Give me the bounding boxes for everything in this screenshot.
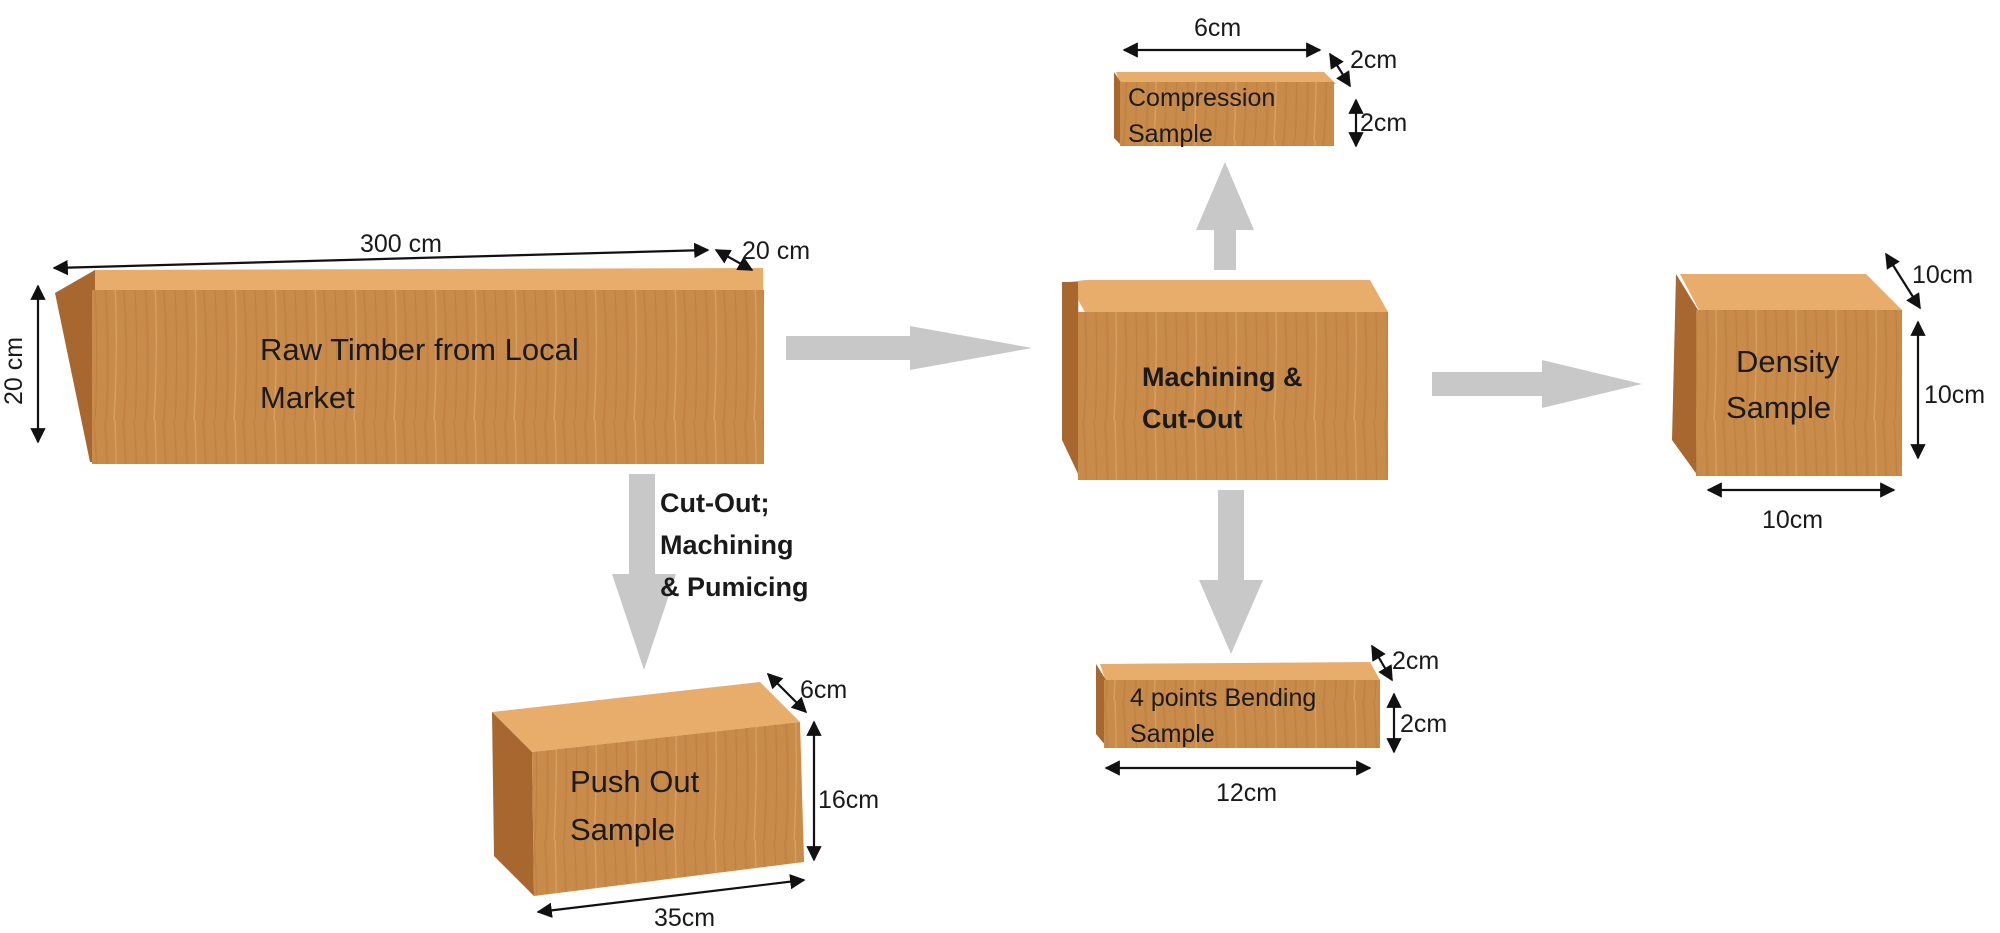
raw-timber-length-label: 300 cm (360, 230, 442, 258)
machining-side-face (1062, 282, 1080, 478)
raw-timber-depth-label: 20 cm (742, 237, 810, 265)
push-out-sample-block: Push Out Sample (492, 682, 804, 896)
compression-length-label: 6cm (1194, 14, 1241, 42)
raw-timber-side-face (55, 270, 95, 462)
bending-top-face (1100, 662, 1380, 682)
machining-block: Machining & Cut-Out (1062, 280, 1388, 480)
density-sample-block: Density Sample (1672, 274, 1902, 476)
density-height-label: 10cm (1924, 381, 1985, 409)
density-label-line1: Density (1736, 344, 1840, 379)
compression-depth-dimension (1329, 52, 1351, 88)
raw-timber-block: Raw Timber from Local Market (55, 268, 764, 464)
compression-label-line2: Sample (1128, 120, 1213, 148)
raw-timber-depth-dimension (714, 249, 754, 271)
density-depth-dimension (1885, 252, 1921, 310)
bending-sample-block: 4 points Bending Sample (1096, 662, 1380, 748)
density-length-label: 10cm (1762, 506, 1823, 534)
raw-timber-top-face (55, 268, 763, 293)
push-out-label-line1: Push Out (570, 764, 700, 799)
machining-label-line2: Cut-Out (1142, 404, 1242, 434)
push-out-depth-dimension (766, 672, 808, 714)
arrow-machining-to-bending (1199, 490, 1263, 654)
compression-height-label: 2cm (1360, 109, 1407, 137)
density-depth-label: 10cm (1912, 261, 1973, 289)
raw-timber-height-label: 20 cm (0, 337, 28, 405)
bending-height-label: 2cm (1400, 710, 1447, 738)
bending-depth-dimension (1371, 644, 1393, 682)
raw-timber-length-dimension (52, 242, 710, 276)
process-step-line1: Cut-Out; (660, 488, 769, 518)
bending-depth-label: 2cm (1392, 647, 1439, 675)
push-out-length-dimension (536, 874, 806, 918)
arrow-raw-to-pushout (612, 474, 676, 670)
machining-top-face (1068, 280, 1388, 314)
raw-timber-label-line2: Market (260, 380, 355, 415)
arrow-raw-to-machining (786, 326, 1032, 370)
bending-label-line2: Sample (1130, 720, 1215, 748)
compression-depth-label: 2cm (1350, 46, 1397, 74)
push-out-height-label: 16cm (818, 786, 879, 814)
bending-label-line1: 4 points Bending (1130, 684, 1316, 712)
compression-sample-block: Compression Sample (1114, 72, 1336, 148)
push-out-label-line2: Sample (570, 812, 675, 847)
arrow-machining-to-compression (1196, 162, 1254, 270)
bending-side-face (1096, 664, 1106, 746)
raw-timber-label-line1: Raw Timber from Local (260, 332, 579, 367)
density-top-face (1680, 274, 1902, 312)
process-step-line3: & Pumicing (660, 572, 809, 602)
arrow-machining-to-density (1432, 360, 1642, 408)
push-out-depth-label: 6cm (800, 676, 847, 704)
process-step-line2: Machining (660, 530, 794, 560)
compression-top-face (1116, 72, 1336, 84)
compression-label-line1: Compression (1128, 84, 1275, 112)
push-out-side-face (492, 712, 534, 896)
push-out-top-face (492, 682, 800, 752)
density-side-face (1672, 274, 1698, 476)
machining-label-line1: Machining & (1142, 362, 1303, 392)
push-out-length-label: 35cm (654, 904, 715, 932)
density-label-line2: Sample (1726, 390, 1831, 425)
bending-length-label: 12cm (1216, 779, 1277, 807)
